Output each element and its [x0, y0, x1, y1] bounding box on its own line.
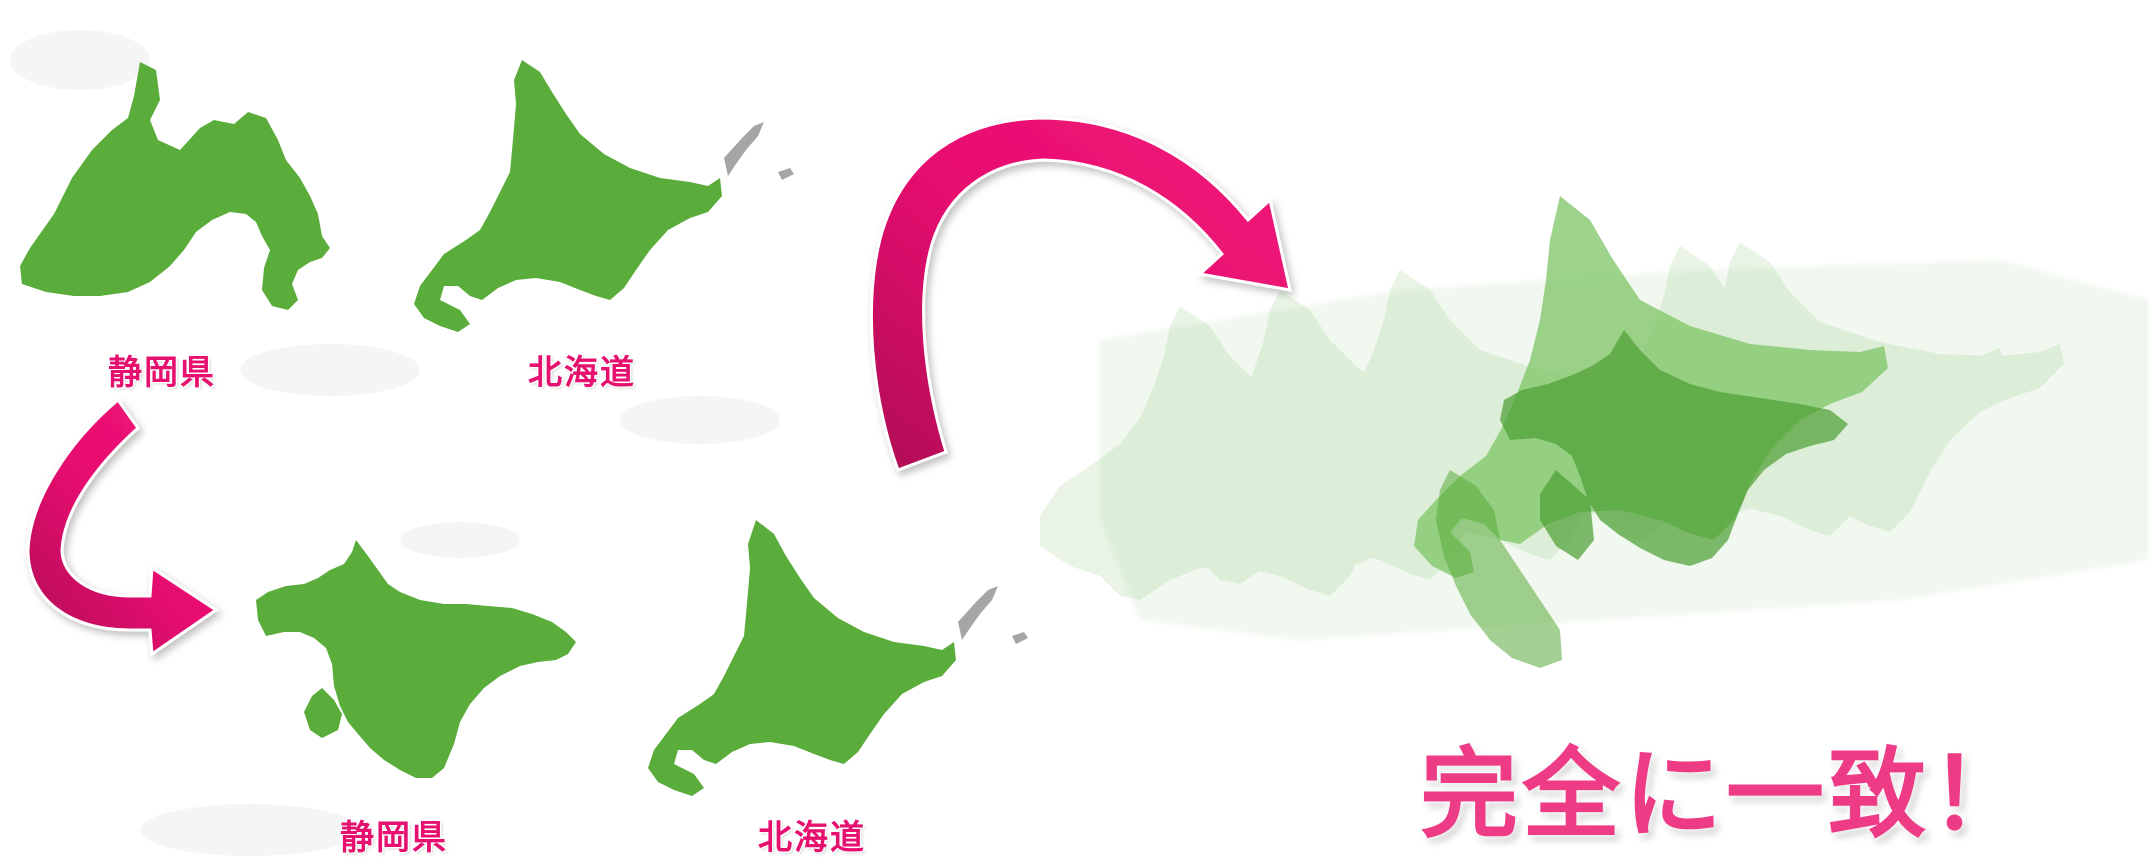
hokkaido-label-top: 北海道: [528, 353, 636, 393]
curved-arrow-icon: [26, 397, 219, 657]
shizuoka-label-bottom: 静岡県: [340, 818, 448, 858]
curved-arrow-icon: [869, 116, 1292, 472]
shizuoka-overlay: [1500, 330, 1848, 566]
hokkaido-map-bottom: [648, 520, 1028, 796]
hokkaido-label-bottom: 北海道: [758, 818, 866, 858]
overlay-map-composite: [1040, 196, 2149, 668]
shizuoka-label-top: 静岡県: [108, 353, 216, 393]
shizuoka-map-top: [20, 62, 330, 310]
shizuoka-map-bottom: [256, 540, 576, 778]
match-headline: 完全に一致！: [1420, 738, 2033, 852]
hokkaido-map-top: [414, 60, 794, 332]
